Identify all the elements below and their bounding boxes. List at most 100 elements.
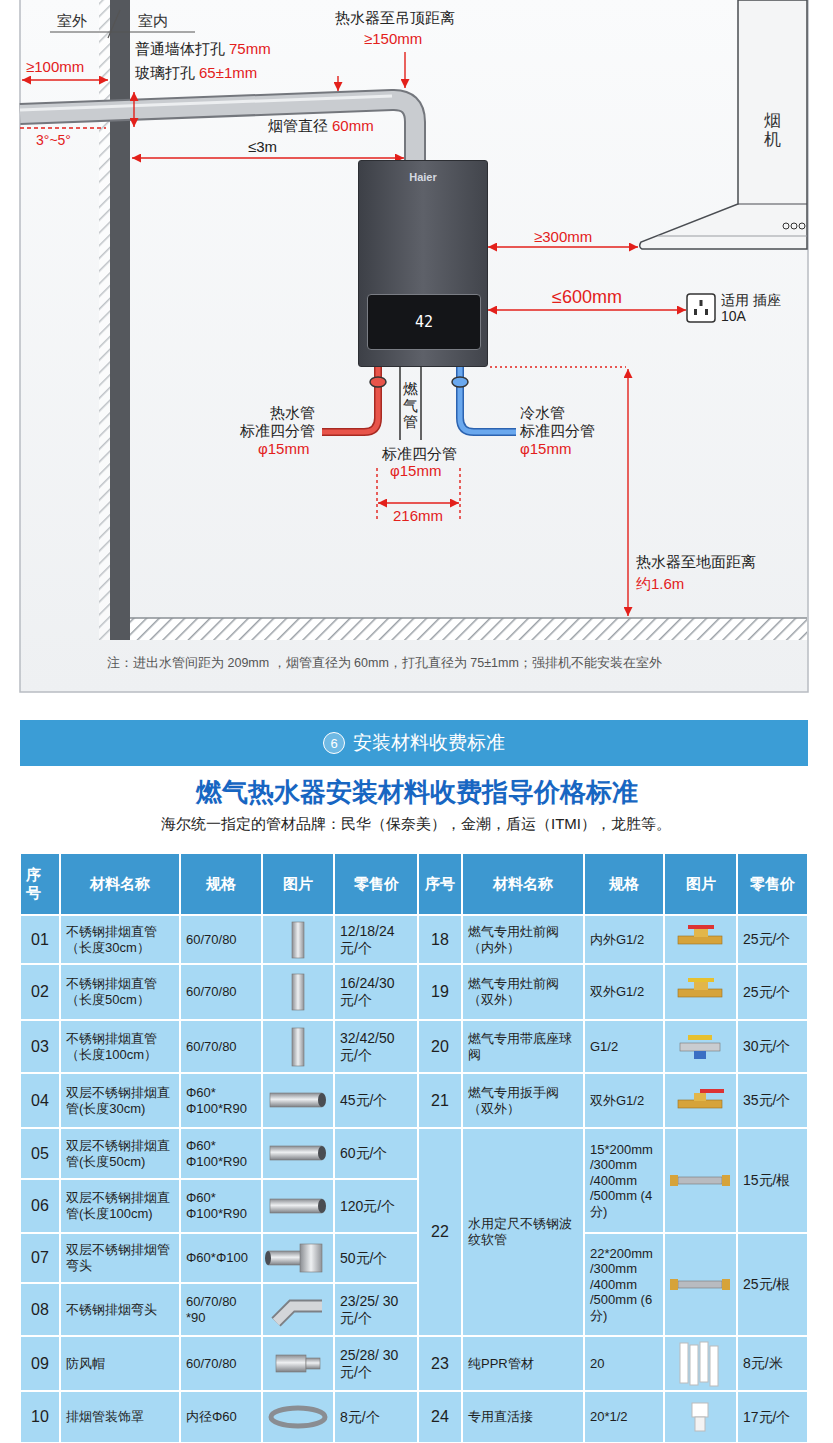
table-cell: 08 xyxy=(21,1284,59,1335)
cell-text: 15元/根 xyxy=(743,1172,790,1189)
cell-text: 图片 xyxy=(686,875,716,893)
wall xyxy=(99,0,130,640)
table-cell: 15*200mm /300mm /400mm /500mm (4分) xyxy=(585,1129,663,1232)
range-hood-outline-part xyxy=(799,223,805,229)
cap-picture xyxy=(271,1355,325,1426)
cell-text: 序号 xyxy=(425,875,455,893)
cell-text: 燃气专用灶前阀（内外） xyxy=(468,924,578,955)
frame xyxy=(20,0,808,692)
dimension-label: 冷水管 xyxy=(520,404,565,421)
water-gas-pipes-part xyxy=(399,367,401,440)
dimension-lines-part xyxy=(337,76,338,91)
water-gas-pipes-part xyxy=(370,377,386,387)
valve-picture-part xyxy=(694,1051,706,1059)
table-cell: 07 xyxy=(21,1234,59,1282)
dimension-label: φ15mm xyxy=(258,440,309,457)
table-cell: 25元/个 xyxy=(738,965,807,1019)
valve-picture-part xyxy=(688,978,714,982)
cell-text: 25元/个 xyxy=(743,984,790,1001)
cell-text: 04 xyxy=(31,1091,49,1110)
ppr-picture-part xyxy=(692,1403,708,1417)
cell-text: 25/28/ 30元/个 xyxy=(340,1347,412,1381)
table-title: 燃气热水器安装材料收费指导价格标准 xyxy=(0,778,833,808)
table-header-cell: 序号 xyxy=(419,854,461,914)
cell-text: 序号 xyxy=(26,866,54,902)
valve-picture-part xyxy=(680,1043,720,1051)
table-cell: 21 xyxy=(419,1074,461,1127)
socket-icon-part xyxy=(694,309,697,315)
dimension-label: 室外 xyxy=(57,12,87,29)
cell-text: 23/25/ 30元/个 xyxy=(340,1293,412,1327)
cell-text: 22*200mm /300mm /400mm /500mm (6分) xyxy=(590,1246,658,1324)
table-cell: Φ60* Φ100*R90 xyxy=(181,1074,261,1127)
cell-text: 材料名称 xyxy=(90,875,150,893)
cell-text: 07 xyxy=(31,1248,49,1267)
cell-text: 22 xyxy=(431,1222,449,1241)
dimension-label: 普通墙体打孔 xyxy=(135,40,225,57)
edge-label: ≥300mm xyxy=(534,228,592,245)
cell-text: 03 xyxy=(31,1037,49,1056)
table-cell: 水用定尺不锈钢波纹软管 xyxy=(463,1129,583,1335)
cell-text: Φ60* Φ100*R90 xyxy=(186,1085,256,1116)
cell-text: 25元/根 xyxy=(743,1276,790,1293)
dimension-label: 75mm xyxy=(229,40,271,57)
hose-picture-part xyxy=(678,1177,722,1184)
dimension-label: 标准四分管 xyxy=(382,445,457,462)
table-cell: 22 xyxy=(419,1129,461,1335)
table-cell: 24 xyxy=(419,1392,461,1442)
cell-text: 双外G1/2 xyxy=(590,984,644,1000)
valve-picture-part xyxy=(678,989,722,997)
table-cell: 60元/个 xyxy=(335,1129,417,1178)
table-cell: 不锈钢排烟直管（长度30cm） xyxy=(61,916,179,963)
table-cell: Φ60* Φ100*R90 xyxy=(181,1129,261,1178)
cell-text: 不锈钢排烟直管（长度50cm） xyxy=(66,976,174,1007)
table-cell: 8元/个 xyxy=(335,1392,417,1442)
elbow-picture-part xyxy=(276,1306,322,1322)
cell-text: 燃气专用带底座球阀 xyxy=(468,1031,578,1062)
dimension-lines-part xyxy=(627,369,628,616)
floor-part xyxy=(130,617,807,619)
cell-text: 燃气专用灶前阀（双外） xyxy=(468,976,578,1007)
cell-text: 60/70/80 xyxy=(186,932,237,948)
cell-text: 8元/个 xyxy=(340,1409,380,1426)
section-band: 安装材料收费标准6 xyxy=(20,720,808,766)
cell-text: 不锈钢排烟直管（长度100cm） xyxy=(66,1031,174,1062)
distance-arrow xyxy=(488,309,686,311)
table-cell: 12/18/24 元/个 xyxy=(335,916,417,963)
table-cell: 25/28/ 30元/个 xyxy=(335,1337,417,1390)
cell-text: 内径Φ60 xyxy=(186,1409,237,1425)
cell-text: 60元/个 xyxy=(340,1145,387,1162)
socket-icon-part xyxy=(705,309,708,315)
dimension-label: 燃气管 xyxy=(403,381,418,431)
range-hood: 烟机 xyxy=(638,0,808,252)
table-header-cell: 材料名称 xyxy=(463,854,583,914)
wall-part xyxy=(99,0,110,640)
hose-picture-part xyxy=(722,1279,730,1290)
dimension-label: 烟管直径 xyxy=(268,117,328,134)
table-cell: 燃气专用灶前阀（双外） xyxy=(463,965,583,1019)
dimension-label: 标准四分管 xyxy=(240,422,315,439)
cell-text: 19 xyxy=(431,982,449,1001)
socket-icon-part xyxy=(687,294,715,322)
water-gas-pipes-part xyxy=(460,367,516,432)
cell-text: 60/70/80 xyxy=(186,1356,237,1372)
range-hood-outline-part xyxy=(738,203,807,204)
table-cell: 专用直活接 xyxy=(463,1392,583,1442)
water-gas-pipes-part xyxy=(322,367,378,432)
cell-text: 06 xyxy=(31,1196,49,1215)
cell-text: 20 xyxy=(431,1037,449,1056)
water-gas-pipes-part xyxy=(420,367,422,440)
dimension-label: ≥100mm xyxy=(26,58,84,75)
table-cell: 20*1/2 xyxy=(585,1392,663,1442)
cell-text: 专用直活接 xyxy=(468,1409,533,1425)
range-hood-outline-part xyxy=(640,0,807,249)
hose-picture-part xyxy=(670,1175,678,1186)
cell-text: 25元/个 xyxy=(743,931,790,948)
cell-text: 120元/个 xyxy=(340,1198,395,1215)
cell-text: 排烟管装饰罩 xyxy=(66,1409,144,1425)
cap-picture-part xyxy=(271,1408,325,1426)
hose-picture-part xyxy=(722,1175,730,1186)
water-gas-pipes-part xyxy=(460,367,516,432)
cell-text: 12/18/24 元/个 xyxy=(340,923,412,957)
